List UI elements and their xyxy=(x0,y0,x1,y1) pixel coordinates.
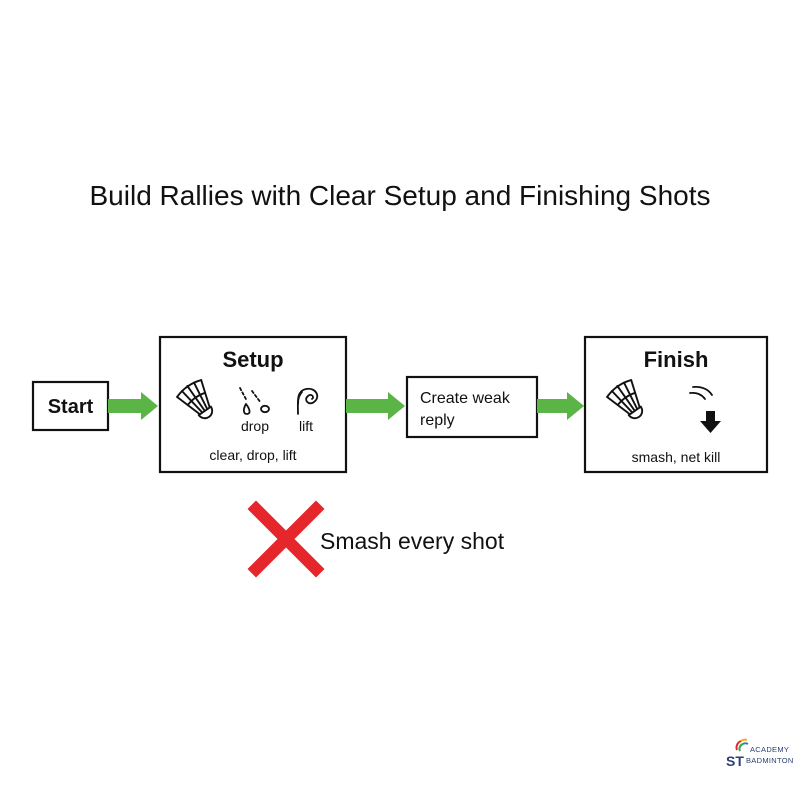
node-create-weak-reply: Create weak reply xyxy=(405,375,539,439)
node-setup-box xyxy=(158,335,348,474)
node-start-box xyxy=(31,380,110,432)
smash-down-arrow-icon xyxy=(689,386,721,433)
drop-shot-label: drop xyxy=(241,418,269,434)
logo-text-academy: ACADEMY xyxy=(750,745,789,754)
arrow-create-to-finish xyxy=(537,392,584,420)
node-setup-title: Setup xyxy=(222,347,283,372)
node-finish: Finish smash, net kill xyxy=(583,335,769,474)
academy-logo: ACADEMY ST BADMINTON xyxy=(726,738,794,769)
diagram-title: Build Rallies with Clear Setup and Finis… xyxy=(90,180,711,211)
arrow-start-to-setup xyxy=(108,392,158,420)
logo-text-badminton: BADMINTON xyxy=(746,756,794,765)
logo-text-st: ST xyxy=(726,753,744,769)
node-create-label-line1: Create weak xyxy=(420,390,511,407)
node-setup-caption: clear, drop, lift xyxy=(209,447,296,463)
avoid-label: Smash every shot xyxy=(320,528,505,554)
red-cross-icon xyxy=(247,500,325,578)
node-finish-box xyxy=(583,335,769,474)
drop-shot-icon xyxy=(239,387,270,415)
node-finish-title: Finish xyxy=(644,347,709,372)
node-setup: Setup drop lift clear, drop, lift xyxy=(158,335,348,474)
node-start-label: Start xyxy=(48,396,94,418)
node-create-label-line2: reply xyxy=(420,412,455,429)
arrow-setup-to-create xyxy=(346,392,405,420)
node-start: Start xyxy=(31,380,110,432)
logo-emblem-icon xyxy=(735,738,749,752)
red-cross-stroke-2 xyxy=(247,500,325,578)
node-finish-caption: smash, net kill xyxy=(632,449,721,465)
lift-shot-icon xyxy=(296,387,319,415)
lift-shot-label: lift xyxy=(299,418,313,434)
node-create-box xyxy=(405,375,539,439)
